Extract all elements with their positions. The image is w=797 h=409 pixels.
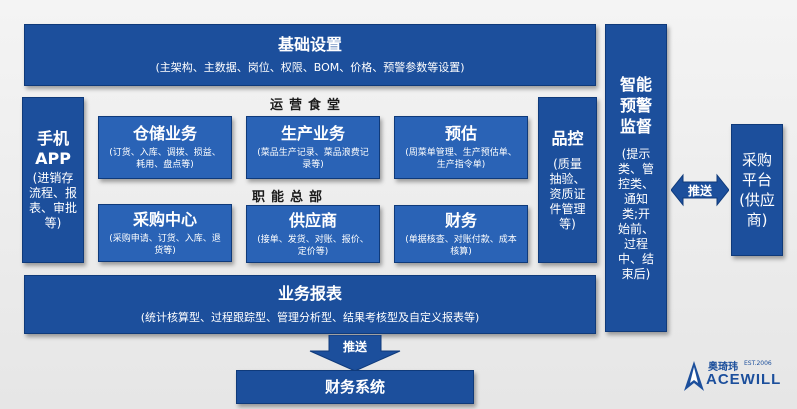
finance-block: 财务 (单据核查、对账付款、成本核算) xyxy=(394,205,528,263)
ops-canteen-label: 运营食堂 xyxy=(270,98,347,113)
logo-est: EST.2006 xyxy=(744,360,772,367)
quality-control-desc: (质量抽验、资质证件管理等) xyxy=(549,156,586,231)
finance-title: 财务 xyxy=(444,210,477,230)
acewill-logo: 奥琦玮 EST.2006 ACEWILL xyxy=(684,357,788,393)
supplier-title: 供应商 xyxy=(288,210,337,230)
mobile-app-title: 手机 xyxy=(36,129,69,148)
supplier-desc: (接单、发货、对账、报价、定价等) xyxy=(257,234,369,257)
finance-system-block: 财务系统 xyxy=(236,370,474,404)
quality-control-block: 品控 (质量抽验、资质证件管理等) xyxy=(538,97,597,263)
double-arrow-icon xyxy=(671,173,729,207)
func-hq-label: 职能总部 xyxy=(252,190,329,205)
purchase-center-title: 采购中心 xyxy=(132,209,197,229)
logo-brand-cn: 奥琦玮 xyxy=(708,362,738,373)
mobile-app-desc: (进销存流程、报表、审批等) xyxy=(29,171,78,230)
mobile-app-title-2: APP xyxy=(35,149,71,168)
production-desc: (菜品生产记录、菜品浪费记录等) xyxy=(257,148,369,170)
finance-system-title: 财务系统 xyxy=(324,378,385,396)
purchase-platform-block: 采购平台(供应商) xyxy=(731,124,783,256)
purchase-platform-title: 采购平台(供应商) xyxy=(739,151,775,229)
estimate-desc: (周菜单管理、生产预估单、生产指令单) xyxy=(405,148,517,170)
purchase-center-desc: (采购申请、订货、入库、退货等) xyxy=(109,233,221,256)
base-settings-title: 基础设置 xyxy=(277,35,342,54)
finance-desc: (单据核查、对账付款、成本核算) xyxy=(405,234,517,257)
warehouse-title: 仓储业务 xyxy=(132,124,197,143)
business-report-desc: (统计核算型、过程跟踪型、管理分析型、结果考核型及自定义报表等) xyxy=(140,311,480,324)
warehouse-block: 仓储业务 (订货、入库、调拨、损益、耗用、盘点等) xyxy=(98,116,232,179)
smart-warning-block: 智能预警监督 (提示类、管控类、通知类;开始前、过程中、结束后) xyxy=(605,24,667,332)
estimate-block: 预估 (周菜单管理、生产预估单、生产指令单) xyxy=(394,116,528,179)
base-settings-block: 基础设置 (主架构、主数据、岗位、权限、BOM、价格、预警参数等设置) xyxy=(24,24,596,86)
push-double-arrow: 推送 xyxy=(671,173,729,207)
smart-warning-desc: (提示类、管控类、通知类;开始前、过程中、结束后) xyxy=(617,147,654,281)
estimate-title: 预估 xyxy=(444,124,477,143)
base-settings-desc: (主架构、主数据、岗位、权限、BOM、价格、预警参数等设置) xyxy=(155,61,465,74)
business-report-block: 业务报表 (统计核算型、过程跟踪型、管理分析型、结果考核型及自定义报表等) xyxy=(24,275,596,334)
quality-control-title: 品控 xyxy=(551,128,584,148)
warehouse-desc: (订货、入库、调拨、损益、耗用、盘点等) xyxy=(109,148,221,170)
push-label-2: 推送 xyxy=(342,340,367,354)
business-report-title: 业务报表 xyxy=(277,284,342,303)
logo-brand-en: ACEWILL xyxy=(706,371,782,388)
production-block: 生产业务 (菜品生产记录、菜品浪费记录等) xyxy=(246,116,380,179)
push-label-1: 推送 xyxy=(687,183,712,198)
purchase-center-block: 采购中心 (采购申请、订货、入库、退货等) xyxy=(98,204,232,262)
production-title: 生产业务 xyxy=(280,124,345,143)
acewill-logo-mark-icon xyxy=(684,361,704,391)
supplier-block: 供应商 (接单、发货、对账、报价、定价等) xyxy=(246,205,380,263)
push-down-arrow: 推送 xyxy=(296,335,414,371)
smart-warning-title: 智能预警监督 xyxy=(619,75,652,136)
down-arrow-icon xyxy=(309,335,401,371)
mobile-app-block: 手机 APP (进销存流程、报表、审批等) xyxy=(22,97,84,263)
